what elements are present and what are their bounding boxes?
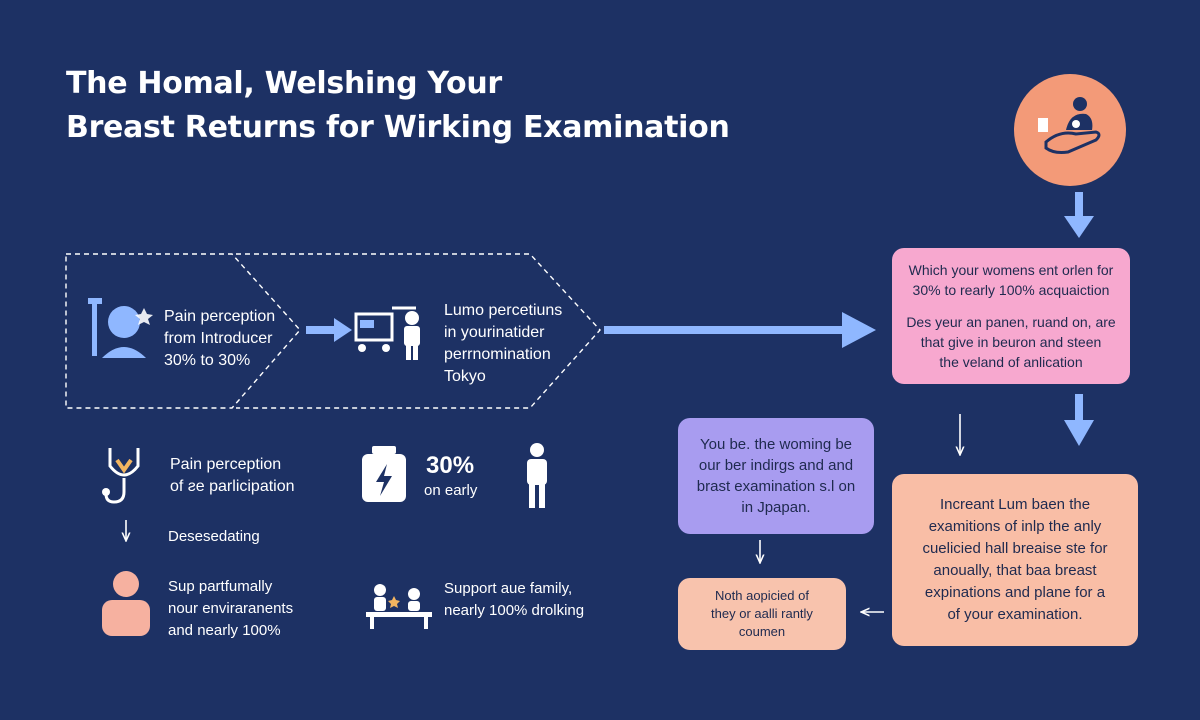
support-left-line-3: and nearly 100%	[168, 622, 281, 639]
pink-line-6: the veland of anlication	[939, 354, 1083, 370]
person-with-drip-icon	[88, 298, 153, 358]
pain-line-2: of ƨe parlicipation	[170, 478, 295, 495]
purple-line-4: in Jpapan.	[741, 499, 811, 516]
purple-line-2: our ber indirgs and and	[698, 457, 854, 474]
stat-caption: on early	[424, 482, 478, 499]
dashed-chevron-frame	[65, 253, 601, 409]
pink-line-5: that give in beuron and steen	[920, 334, 1102, 350]
stat-value: 30%	[426, 452, 475, 479]
desesedating-label: Desesedating	[168, 528, 260, 545]
salmon-line-1: Increant Lum baen the	[939, 496, 1091, 513]
step1-line-1: Pain perception	[164, 308, 276, 325]
salmon-line-2: examitions of inlp the anly	[928, 518, 1102, 535]
support-right-line-2: nearly 100% drolking	[444, 602, 585, 619]
page-title: The Homal, Welshing Your Breast Returns …	[66, 62, 730, 150]
title-line-2: Breast Returns for Wirking Examination	[66, 110, 730, 145]
peach-info-box: Noth aopicied of they or aalli rantly co…	[678, 578, 846, 650]
pink-line-2: 30% to rearly 100% acquaiction	[912, 282, 1110, 298]
support-left-text: Sup partfumally nour enviraranents and n…	[168, 576, 293, 642]
support-left-line-1: Sup partfumally	[168, 578, 273, 595]
person-icon	[102, 571, 150, 636]
pain-line-1: Pain perception	[170, 456, 282, 473]
hero-circle	[1014, 74, 1126, 186]
support-right-line-1: Support aue family,	[444, 580, 573, 597]
pink-line-4: Des yeur an panen, ruand on, are	[906, 314, 1116, 330]
family-at-table-icon	[366, 584, 432, 629]
pink-line-1: Which your womens ent orlen for	[908, 262, 1114, 278]
support-right-text: Support aue family, nearly 100% drolking	[444, 578, 584, 622]
support-left-line-2: nour enviraranents	[168, 600, 294, 617]
caregiver-hand-icon	[1038, 97, 1101, 154]
salmon-line-3: cuelicied hall breaise ste for	[922, 540, 1108, 557]
arrow-to-pink-box	[604, 326, 850, 334]
worker-with-cart-icon	[354, 306, 420, 360]
stethoscope-icon	[102, 448, 140, 504]
step2-line-3: perrnomination	[444, 346, 551, 363]
title-line-1: The Homal, Welshing Your	[66, 66, 502, 101]
purple-line-3: brast examination s.l on	[696, 478, 856, 495]
arrow-pink-to-salmon	[1075, 394, 1083, 424]
step2-line-1: Lumo percetiuns	[444, 302, 563, 319]
step2-line-2: in yourinatider	[444, 324, 545, 341]
pain-text: Pain perception of ƨe parlicipation	[170, 454, 295, 498]
arrow-step1-step2	[306, 326, 336, 334]
peach-line-1: Noth aopicied of	[715, 588, 809, 603]
salmon-line-4: anoually, that baa breast	[933, 562, 1097, 579]
step1-line-3: 30% to 30%	[164, 352, 251, 369]
peach-line-3: coumen	[738, 624, 786, 639]
arrow-hero-down	[1075, 192, 1083, 220]
step2-line-4: Tokyo	[444, 368, 486, 385]
salmon-line-5: expinations and plane for a	[924, 584, 1106, 601]
pink-info-box: Which your womens ent orlen for 30% to r…	[892, 248, 1130, 384]
salmon-line-6: of your examination.	[947, 606, 1083, 623]
step2-text: Lumo percetiuns in yourinatider perrnomi…	[444, 300, 562, 388]
salmon-info-box: Increant Lum baen the examitions of inlp…	[892, 474, 1138, 646]
peach-line-2: they or aalli rantly	[711, 606, 813, 621]
purple-info-box: You be. the woming be our ber indirgs an…	[678, 418, 874, 534]
step1-text: Pain perception from Introducer 30% to 3…	[164, 306, 275, 372]
purple-line-1: You be. the woming be	[699, 436, 853, 453]
battery-bolt-icon	[362, 446, 406, 502]
step1-line-2: from Introducer	[164, 330, 273, 347]
standing-person-icon	[527, 443, 547, 508]
